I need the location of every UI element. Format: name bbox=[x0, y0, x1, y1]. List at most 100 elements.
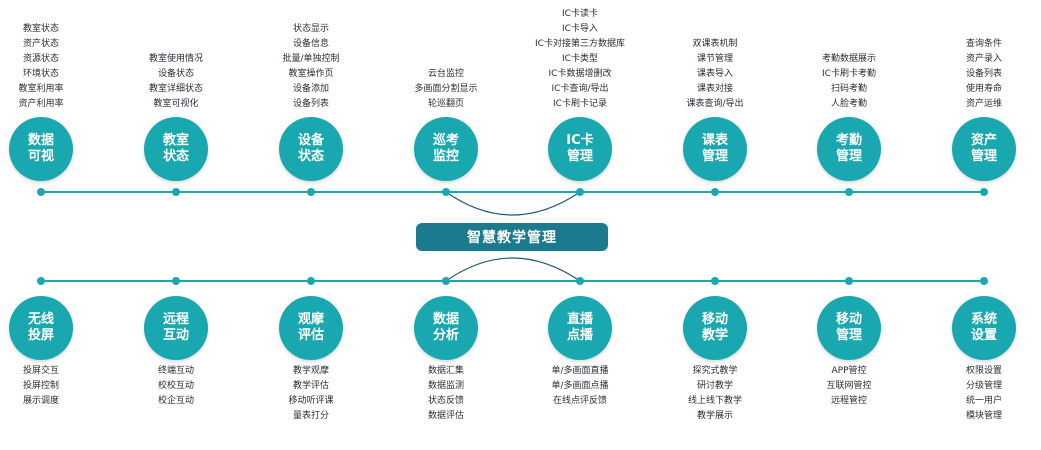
timeline-dot bbox=[442, 277, 450, 285]
module-item: 设备添加 bbox=[292, 84, 329, 94]
module-item: 教室可视化 bbox=[153, 99, 199, 109]
module-item: IC卡类型 bbox=[562, 54, 598, 64]
timeline-dot bbox=[576, 277, 584, 285]
module-item: 设备状态 bbox=[157, 69, 194, 79]
module-item: IC卡读卡 bbox=[562, 9, 598, 19]
module-circle: 移动教学 bbox=[683, 296, 747, 360]
module-title: 评估 bbox=[297, 328, 324, 343]
timeline-dot bbox=[980, 277, 988, 285]
module-title: 资产 bbox=[970, 133, 997, 148]
module-item: 研讨教学 bbox=[696, 381, 733, 391]
module-title: 移动 bbox=[701, 312, 728, 327]
module-title: 课表 bbox=[701, 133, 728, 148]
timeline-dot bbox=[576, 188, 584, 196]
module-circle: 系统设置 bbox=[952, 296, 1016, 360]
module-title: 互动 bbox=[162, 328, 189, 343]
module-item-list: 投屏交互投屏控制展示调度 bbox=[0, 364, 106, 409]
module-item: 单/多画面点播 bbox=[551, 381, 609, 391]
module-circle: 直播点播 bbox=[548, 296, 612, 360]
module-item: IC卡查询/导出 bbox=[551, 84, 609, 94]
module-item: IC卡刷卡考勤 bbox=[822, 69, 876, 79]
module-item-list: APP管控互联网管控远程管控 bbox=[784, 364, 914, 409]
module-item: 资源状态 bbox=[22, 54, 59, 64]
module-title: 观摩 bbox=[297, 312, 324, 327]
module-item: 课节管理 bbox=[696, 54, 733, 64]
module-item: 数据汇集 bbox=[427, 366, 464, 376]
module-item: 教室利用率 bbox=[18, 84, 64, 94]
module-title: 巡考 bbox=[432, 133, 459, 148]
module-title: 监控 bbox=[432, 149, 459, 164]
timeline-dot bbox=[442, 188, 450, 196]
module-item-list: 权限设置分级管理统一用户模块管理 bbox=[919, 364, 1041, 424]
module-item-list: 单/多画面直播单/多画面点播在线点评反馈 bbox=[515, 364, 645, 409]
module-item: 投屏交互 bbox=[22, 366, 59, 376]
timeline-dot bbox=[37, 277, 45, 285]
module-item-list: 云台监控多画面分割显示轮巡翻页 bbox=[381, 67, 511, 112]
module-title: 数据 bbox=[432, 312, 459, 327]
module-item: 数据评估 bbox=[427, 411, 464, 421]
module-circle: IC卡管理 bbox=[548, 117, 612, 181]
module-item-list: 查询条件资产录入设备列表使用寿命资产运维 bbox=[919, 37, 1041, 112]
timeline-dot bbox=[845, 277, 853, 285]
module-item: 探究式教学 bbox=[692, 366, 738, 376]
module-item: 设备列表 bbox=[965, 69, 1002, 79]
module-item: 查询条件 bbox=[965, 39, 1002, 49]
module-item: 投屏控制 bbox=[22, 381, 59, 391]
top-arc bbox=[445, 191, 581, 216]
module-item: 资产录入 bbox=[965, 54, 1002, 64]
module-item: 分级管理 bbox=[965, 381, 1002, 391]
timeline-dot bbox=[845, 188, 853, 196]
module-item: 统一用户 bbox=[965, 396, 1002, 406]
module-title: 考勤 bbox=[835, 133, 862, 148]
module-circle: 巡考监控 bbox=[414, 117, 478, 181]
timeline-dot bbox=[307, 188, 315, 196]
timeline-dot bbox=[172, 277, 180, 285]
timeline-dot bbox=[711, 277, 719, 285]
module-title: 状态 bbox=[297, 149, 324, 164]
timeline-dot bbox=[172, 188, 180, 196]
module-item-list: 数据汇集数据监测状态反馈数据评估 bbox=[381, 364, 511, 424]
module-item: 教室状态 bbox=[22, 24, 59, 34]
module-title: 教室 bbox=[162, 133, 189, 148]
module-item: 教室操作页 bbox=[288, 69, 334, 79]
module-item: 线上线下教学 bbox=[687, 396, 742, 406]
module-item: 权限设置 bbox=[965, 366, 1002, 376]
bottom-arc bbox=[445, 257, 581, 282]
module-circle: 数据可视 bbox=[9, 117, 73, 181]
module-item: 展示调度 bbox=[22, 396, 59, 406]
module-item-list: 双课表机制课节管理课表导入课表对接课表查询/导出 bbox=[650, 37, 780, 112]
module-item-list: 终端互动校校互动校企互动 bbox=[111, 364, 241, 409]
module-item: 量表打分 bbox=[292, 411, 329, 421]
module-item: 多画面分割显示 bbox=[414, 84, 478, 94]
module-item: 设备信息 bbox=[292, 39, 329, 49]
module-item: 批量/单独控制 bbox=[282, 54, 340, 64]
module-item: 扫码考勤 bbox=[830, 84, 867, 94]
module-item: 数据监测 bbox=[427, 381, 464, 391]
module-item: 教学展示 bbox=[696, 411, 733, 421]
module-item: 终端互动 bbox=[157, 366, 194, 376]
module-item: APP管控 bbox=[831, 366, 867, 376]
module-item: IC卡对接第三方数据库 bbox=[535, 39, 625, 49]
module-item: 资产状态 bbox=[22, 39, 59, 49]
bottom-timeline bbox=[40, 280, 985, 282]
module-title: 教学 bbox=[701, 328, 728, 343]
module-item: 轮巡翻页 bbox=[427, 99, 464, 109]
center-title: 智慧教学管理 bbox=[416, 223, 608, 251]
module-circle: 数据分析 bbox=[414, 296, 478, 360]
module-circle: 远程互动 bbox=[144, 296, 208, 360]
module-circle: 考勤管理 bbox=[817, 117, 881, 181]
module-circle: 移动管理 bbox=[817, 296, 881, 360]
module-item: 远程管控 bbox=[830, 396, 867, 406]
module-item-list: 状态显示设备信息批量/单独控制教室操作页设备添加设备列表 bbox=[246, 22, 376, 112]
module-item: 教学观摩 bbox=[292, 366, 329, 376]
module-item: 考勤数据展示 bbox=[821, 54, 876, 64]
module-title: 管理 bbox=[701, 149, 728, 164]
timeline-dot bbox=[307, 277, 315, 285]
module-item: 状态显示 bbox=[292, 24, 329, 34]
module-title: 直播 bbox=[566, 312, 593, 327]
module-item-list: 教学观摩教学评估移动听评课量表打分 bbox=[246, 364, 376, 424]
module-item: 单/多画面直播 bbox=[551, 366, 609, 376]
